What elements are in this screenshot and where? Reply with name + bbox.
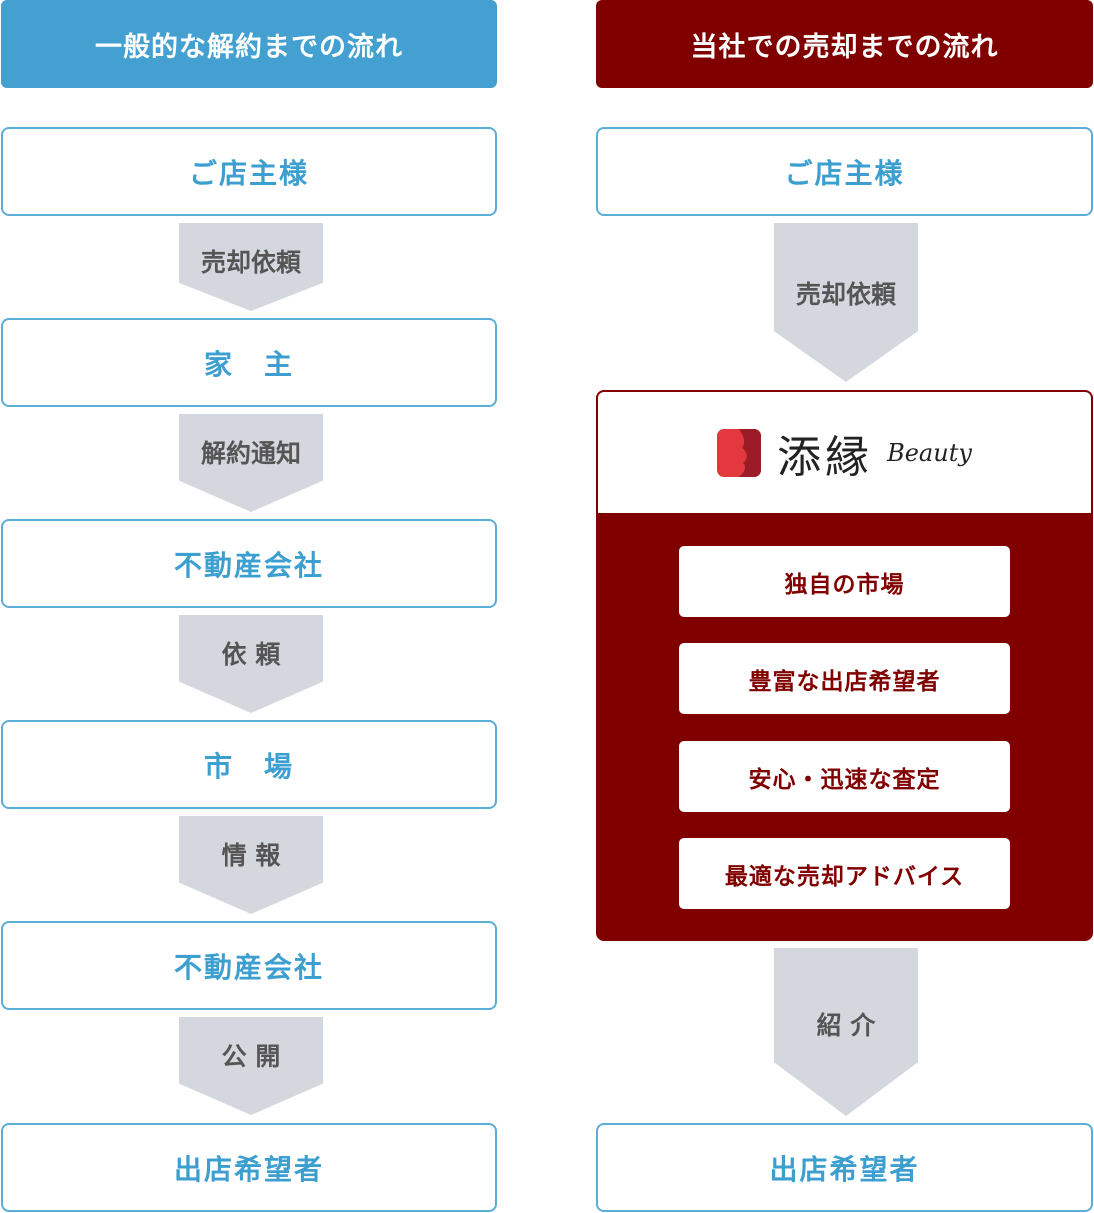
feature-1: 独自の市場	[679, 546, 1010, 617]
arrow-label: 解約通知	[200, 439, 301, 468]
arrow-label: 売却依頼	[200, 248, 301, 277]
feature-3: 安心・迅速な査定	[679, 741, 1010, 812]
left-arrow-3: 依 頼	[179, 615, 323, 713]
company-panel: 添縁 Beauty	[596, 390, 1093, 941]
logo-name: 添縁	[777, 431, 874, 483]
right-header: 当社での売却までの流れ	[596, 0, 1093, 88]
left-step-applicant: 出店希望者	[1, 1123, 497, 1212]
right-step-owner: ご店主様	[596, 127, 1093, 216]
right-arrow-1: 売却依頼	[774, 223, 918, 382]
logo-sub: Beauty	[887, 438, 972, 467]
left-arrow-1: 売却依頼	[179, 223, 323, 311]
left-header: 一般的な解約までの流れ	[1, 0, 497, 88]
left-arrow-2: 解約通知	[179, 414, 323, 512]
left-step-agency: 不動産会社	[1, 519, 497, 608]
feature-4: 最適な売却アドバイス	[679, 838, 1010, 909]
left-step-agency-2: 不動産会社	[1, 921, 497, 1010]
left-arrow-4: 情 報	[179, 816, 323, 914]
arrow-label: 依 頼	[221, 640, 281, 669]
left-arrow-5: 公 開	[179, 1017, 323, 1115]
arrow-label: 売却依頼	[795, 280, 896, 309]
right-step-applicant: 出店希望者	[596, 1123, 1093, 1212]
right-arrow-2: 紹 介	[774, 948, 918, 1116]
feature-2: 豊富な出店希望者	[679, 643, 1010, 714]
left-step-landlord: 家 主	[1, 318, 497, 407]
logo-area: 添縁 Beauty	[598, 392, 1091, 513]
logo-mark-icon	[717, 428, 762, 477]
left-step-market: 市 場	[1, 720, 497, 809]
arrow-label: 情 報	[221, 841, 281, 870]
arrow-label: 紹 介	[816, 1011, 876, 1040]
arrow-label: 公 開	[221, 1042, 281, 1071]
left-step-owner: ご店主様	[1, 127, 497, 216]
